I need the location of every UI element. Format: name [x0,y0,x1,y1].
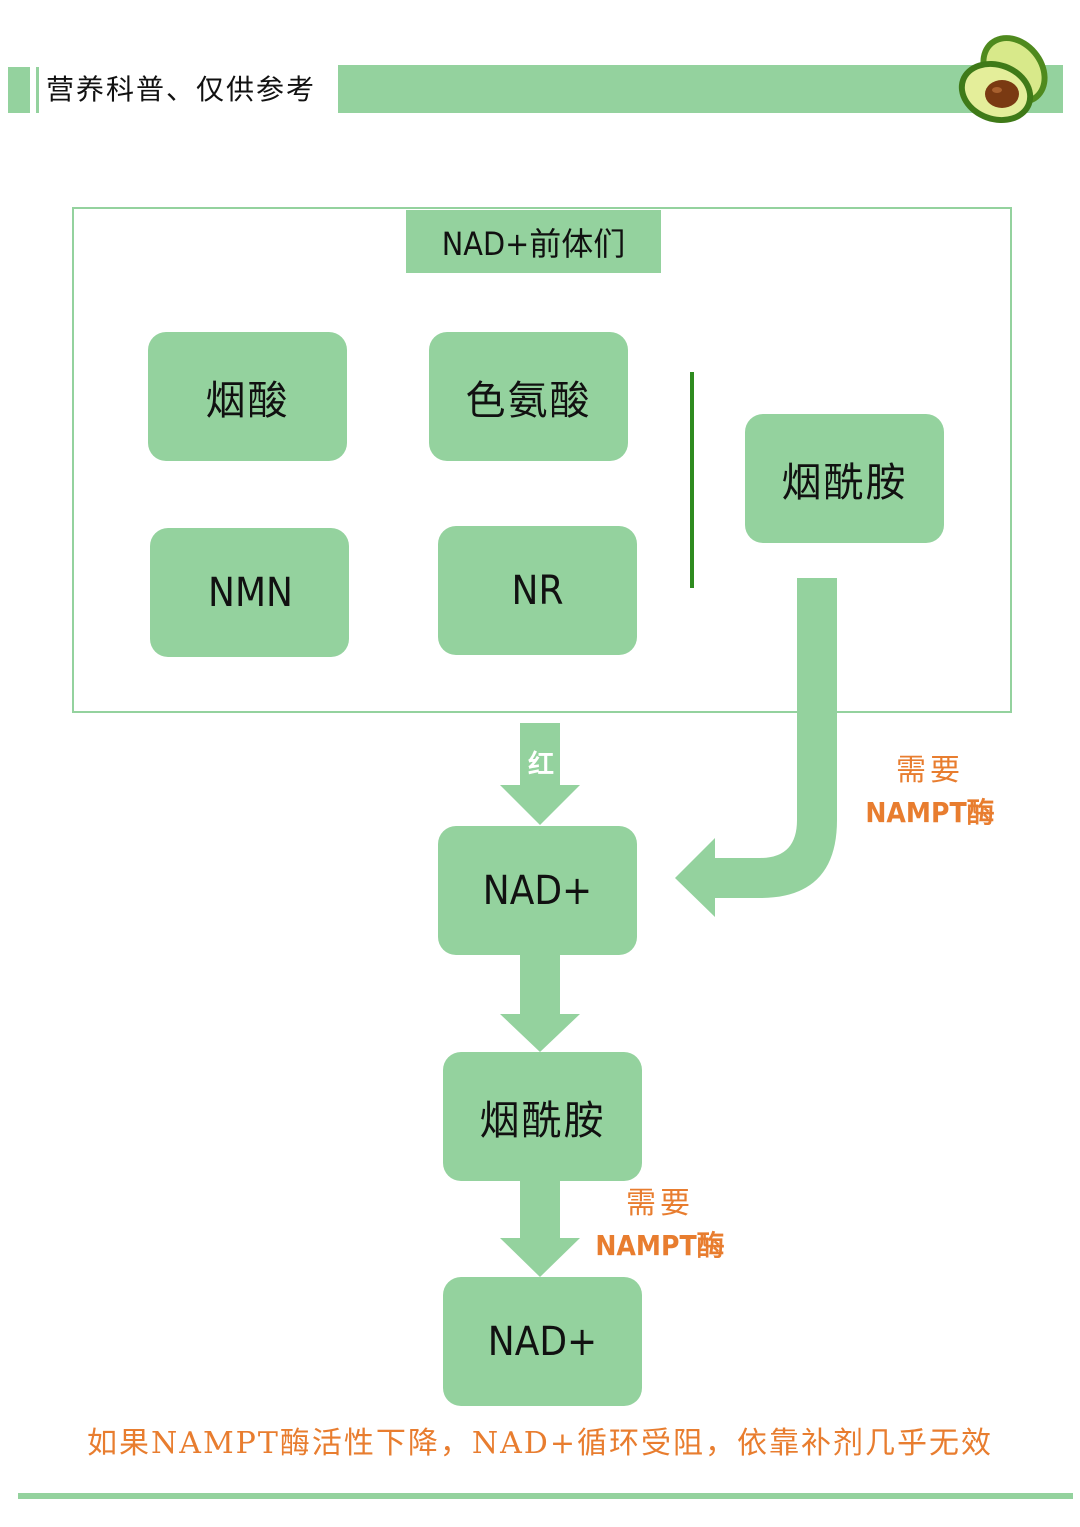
arrow-nicotinamide-to-nad [675,578,837,917]
header-bar [338,65,1063,113]
arrow-label: 红 [527,750,554,780]
header-divider [36,67,39,113]
node-nad-bottom: NAD+ [443,1277,642,1406]
node-nad-top: NAD+ [438,826,637,955]
footer-line [18,1493,1073,1499]
precursor-frame [72,207,1012,713]
enzyme-note-right: 需要 NAMPT酶 [860,750,1000,834]
arrow-precursors-to-nad [500,723,580,825]
enzyme-note-right-line2: NAMPT酶 [865,796,995,829]
precursor-nmn: NMN [150,528,349,657]
group-divider-line [690,372,694,588]
header-accent-block [8,67,30,113]
arrow-nad-to-nicotinamide [500,955,580,1052]
precursor-nicotinamide: 烟酰胺 [745,414,944,543]
node-nicotinamide: 烟酰胺 [443,1052,642,1181]
enzyme-note-lower-line2: NAMPT酶 [595,1229,725,1262]
arrow-nicotinamide-to-nad-bottom [500,1181,580,1277]
enzyme-note-lower: 需要 NAMPT酶 [590,1183,730,1267]
precursor-group-title: NAD+前体们 [406,210,661,273]
precursor-nr: NR [438,526,637,655]
enzyme-note-right-line1: 需要 [896,753,964,788]
conclusion-text: 如果NAMPT酶活性下降，NAD+循环受阻，依靠补剂几乎无效 [87,1426,993,1461]
precursor-niacin: 烟酸 [148,332,347,461]
enzyme-note-lower-line1: 需要 [626,1186,694,1221]
header-title: 营养科普、仅供参考 [46,73,317,106]
precursor-tryptophan: 色氨酸 [429,332,628,461]
